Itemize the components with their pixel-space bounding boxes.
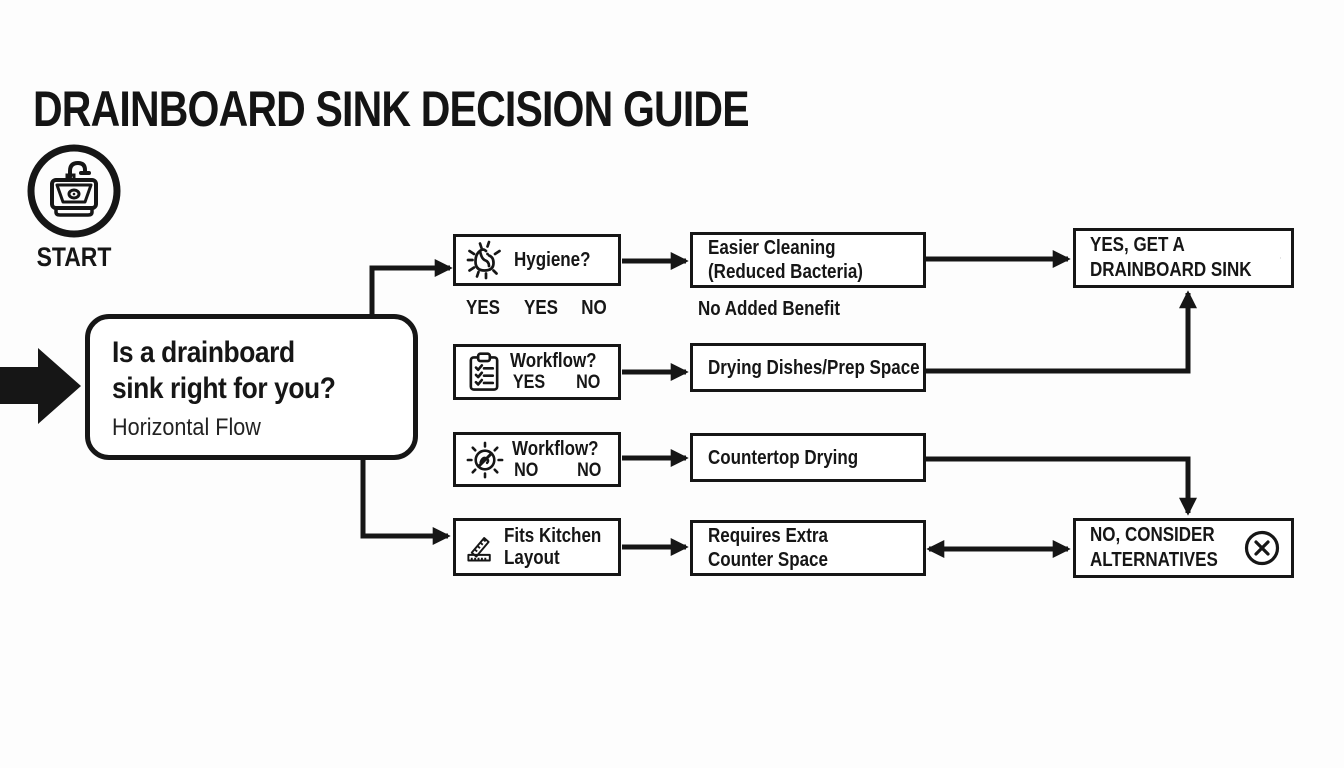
entry-arrow <box>0 348 81 424</box>
start-icon <box>26 143 122 239</box>
main-question-subtitle: Horizontal Flow <box>112 414 261 441</box>
bacteria-icon <box>466 240 501 280</box>
outcome-node-easier-cleaning: Easier Cleaning (Reduced Bacteria) <box>690 232 926 288</box>
decision-node-hygiene: Hygiene? <box>453 234 621 286</box>
result-node-yes: YES, GET A DRAINBOARD SINK <box>1073 228 1294 288</box>
result-no-line1: NO, CONSIDER <box>1090 524 1215 546</box>
outcome-node-drying-dishes: Drying Dishes/Prep Space <box>690 343 926 392</box>
start-label: START <box>36 242 112 272</box>
main-question-node: Is a drainboard sink right for you? Hori… <box>85 314 418 460</box>
ruler-icon <box>467 537 491 562</box>
hygiene-option-yes1: YES <box>466 297 501 319</box>
decision-node-workflow-1: Workflow? YES NO <box>453 344 621 400</box>
main-question-line1: Is a drainboard <box>112 336 295 369</box>
result-no-line2: ALTERNATIVES <box>1090 549 1218 571</box>
main-question-line2: sink right for you? <box>112 372 336 405</box>
no-added-benefit-label: No Added Benefit <box>698 298 840 320</box>
hygiene-option-no: NO <box>581 297 607 319</box>
easier-cleaning-line1: Easier Cleaning <box>708 237 836 259</box>
clipboard-checklist-icon <box>469 352 499 391</box>
workflow-1-option-yes: YES <box>512 372 546 393</box>
workflow-2-label: Workflow? <box>512 437 599 460</box>
workflow-1-option-no: NO <box>576 372 601 393</box>
requires-space-line2: Counter Space <box>708 549 828 571</box>
decision-node-workflow-2: Workflow? NO NO <box>453 432 621 487</box>
drying-dishes-label: Drying Dishes/Prep Space <box>708 356 920 379</box>
countertop-drying-label: Countertop Drying <box>708 446 859 469</box>
page-title: DRAINBOARD SINK DECISION GUIDE <box>33 81 750 137</box>
outcome-node-requires-space: Requires Extra Counter Space <box>690 520 926 576</box>
easier-cleaning-line2: (Reduced Bacteria) <box>708 261 863 283</box>
outcome-node-countertop-drying: Countertop Drying <box>690 433 926 482</box>
hygiene-options-row: YES YES NO <box>463 297 609 320</box>
result-yes-line1: YES, GET A <box>1090 234 1185 256</box>
workflow-2-option-no1: NO <box>514 459 539 481</box>
workflow-2-option-no2: NO <box>576 459 601 481</box>
workflow-1-label: Workflow? <box>510 350 597 372</box>
sun-crossed-icon <box>466 441 504 478</box>
check-circle-icon <box>1280 257 1281 259</box>
decision-node-kitchen-layout: Fits Kitchen Layout <box>453 518 621 576</box>
hygiene-option-yes2: YES <box>524 297 559 319</box>
requires-space-line1: Requires Extra <box>708 525 828 547</box>
kitchen-layout-line2: Layout <box>503 547 560 569</box>
result-node-no: NO, CONSIDER ALTERNATIVES <box>1073 518 1294 578</box>
kitchen-layout-line1: Fits Kitchen <box>503 525 601 547</box>
result-yes-line2: DRAINBOARD SINK <box>1090 259 1252 281</box>
x-circle-icon <box>1244 530 1280 566</box>
